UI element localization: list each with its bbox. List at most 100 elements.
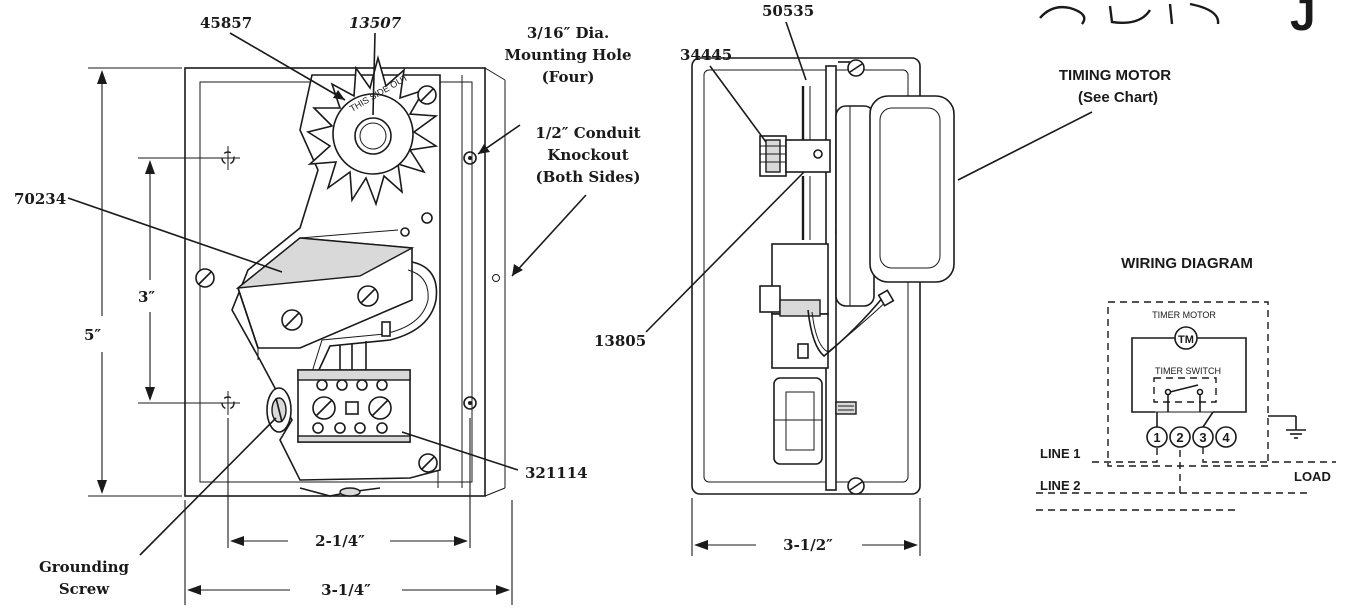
dim-width-arrow-left bbox=[187, 585, 201, 595]
wiring-terminal-2: 2 bbox=[1169, 426, 1191, 448]
side-plate-screw-bottom bbox=[847, 477, 865, 495]
header-title-partial-glyph-2 bbox=[1108, 5, 1152, 24]
front-wires bbox=[311, 261, 438, 373]
dim-depth-label: 3-1/2″ bbox=[783, 536, 833, 554]
header-title-fragment: J bbox=[1039, 0, 1316, 40]
callout-grounding-line2: Screw bbox=[59, 580, 110, 598]
callout-13507-label: 13507 bbox=[349, 14, 402, 32]
callout-timing-motor-line1: TIMING MOTOR bbox=[1059, 67, 1171, 84]
dial-knob-inner bbox=[359, 122, 387, 150]
header-title-partial-glyph bbox=[1039, 5, 1086, 25]
callout-321114-leader bbox=[401, 431, 519, 471]
callout-mount-hole-line3: (Four) bbox=[542, 68, 595, 86]
callout-13507-leader bbox=[372, 32, 376, 116]
callout-50535-label: 50535 bbox=[762, 2, 814, 20]
dim-height-arrow-top bbox=[97, 70, 107, 84]
timer-switch-body bbox=[235, 227, 415, 360]
callout-knockout-leader bbox=[511, 194, 587, 277]
callout-70234-leader bbox=[67, 197, 283, 273]
mounting-hole-top-left bbox=[216, 146, 240, 170]
plate-screw-mid bbox=[421, 212, 433, 224]
wiring-enclosure-box bbox=[1107, 301, 1269, 467]
callout-timing-motor-leader bbox=[957, 111, 1093, 181]
wiring-t3-lead bbox=[1202, 411, 1214, 428]
side-terminal-block bbox=[773, 377, 823, 465]
front-enclosure-outline bbox=[184, 67, 486, 497]
dim-width-arrow-right bbox=[496, 585, 510, 595]
wiring-line2-label: LINE 2 bbox=[1040, 478, 1080, 493]
mounting-hole-bottom-left bbox=[216, 391, 240, 415]
dim-hole-v-label: 3″ bbox=[138, 288, 155, 306]
dim-hole-v-arrow-bottom bbox=[145, 387, 155, 401]
side-switch-block bbox=[759, 243, 829, 369]
side-bevel-top bbox=[484, 67, 506, 81]
callout-70234-label: 70234 bbox=[14, 190, 66, 208]
wiring-switch-blade bbox=[1169, 384, 1199, 393]
enclosure-screw-left bbox=[195, 268, 215, 288]
callout-mount-hole-line1: 3/16″ Dia. bbox=[527, 24, 609, 42]
wiring-switch-contact-right bbox=[1196, 388, 1204, 396]
dim-hole-v-arrow-top bbox=[145, 160, 155, 174]
side-view: 34445 50535 TIMING MOTOR (See Chart) 138… bbox=[594, 2, 1171, 556]
mounting-hole-bottom-right bbox=[463, 396, 477, 410]
header-title-clipped-area bbox=[1040, 0, 1260, 26]
dim-hole-h-arrow-right bbox=[454, 536, 468, 546]
wiring-timer-switch-label: TIMER SWITCH bbox=[1155, 366, 1221, 376]
callout-grounding-leader bbox=[139, 417, 277, 556]
wiring-switch-contact-left bbox=[1164, 388, 1172, 396]
conduit-knockout-circle bbox=[492, 274, 500, 282]
callout-13805-label: 13805 bbox=[594, 332, 646, 350]
callout-mount-hole-line2: Mounting Hole bbox=[504, 46, 631, 64]
callout-45857-arrow bbox=[333, 90, 345, 100]
callout-knockout-line2: Knockout bbox=[547, 146, 628, 164]
wiring-terminal-3: 3 bbox=[1192, 426, 1214, 448]
callout-mount-hole-arrow bbox=[478, 144, 490, 154]
wiring-line1-label: LINE 1 bbox=[1040, 446, 1080, 461]
header-title-letter: J bbox=[1290, 0, 1316, 40]
dim-height-label: 5″ bbox=[84, 326, 101, 344]
front-bottom-tab-hole bbox=[339, 487, 361, 497]
mounting-hole-top-right bbox=[463, 151, 477, 165]
callout-13805-leader bbox=[645, 171, 805, 333]
wiring-ground-symbol bbox=[1268, 415, 1306, 439]
callout-34445-label: 34445 bbox=[680, 46, 732, 64]
front-bottom-tab bbox=[299, 487, 381, 497]
dim-depth-arrow-left bbox=[694, 540, 708, 550]
callout-45857-leader bbox=[229, 32, 346, 101]
dim-width-label: 3-1/4″ bbox=[321, 581, 371, 599]
dim-height-arrow-bottom bbox=[97, 480, 107, 494]
wiring-diagram-title: WIRING DIAGRAM bbox=[1121, 255, 1253, 272]
side-bracket-screw bbox=[835, 401, 857, 415]
svg-text:2: 2 bbox=[1176, 430, 1183, 445]
wiring-timer-motor-label: TIMER MOTOR bbox=[1152, 310, 1216, 320]
side-plate-screw-top bbox=[838, 59, 865, 77]
wiring-line1-lead bbox=[1092, 447, 1158, 463]
callout-knockout-arrow bbox=[512, 264, 523, 276]
wiring-tm-label: TM bbox=[1178, 334, 1194, 346]
svg-text:1: 1 bbox=[1153, 430, 1160, 445]
wiring-load-lead bbox=[1202, 447, 1336, 463]
callout-knockout-line3: (Both Sides) bbox=[536, 168, 641, 186]
wiring-switch-box bbox=[1153, 377, 1217, 403]
plate-screw-bottom bbox=[418, 453, 438, 473]
wiring-terminal-1: 1 bbox=[1146, 426, 1168, 448]
callout-knockout-line1: 1/2″ Conduit bbox=[535, 124, 640, 142]
side-shaft-assembly bbox=[759, 86, 831, 240]
wiring-load-label: LOAD bbox=[1294, 469, 1331, 484]
wiring-diagram: WIRING DIAGRAM TIMER MOTOR TM TIMER SWIT… bbox=[1036, 255, 1336, 511]
dim-hole-h-arrow-left bbox=[230, 536, 244, 546]
header-title-partial-glyph-3 bbox=[1168, 2, 1220, 25]
dim-depth-arrow-right bbox=[904, 540, 918, 550]
side-wires bbox=[797, 289, 895, 359]
callout-45857-label: 45857 bbox=[200, 14, 252, 32]
front-view: THIS SIDE OUT bbox=[14, 14, 641, 605]
callout-321114-label: 321114 bbox=[525, 464, 588, 482]
wiring-terminal-4: 4 bbox=[1215, 426, 1237, 448]
svg-text:4: 4 bbox=[1222, 430, 1230, 445]
grounding-screw bbox=[266, 387, 292, 433]
side-bevel-bottom bbox=[484, 487, 506, 497]
callout-grounding-line1: Grounding bbox=[39, 558, 130, 576]
dim-hole-h-label: 2-1/4″ bbox=[315, 532, 365, 550]
timing-motor-body bbox=[835, 95, 955, 307]
